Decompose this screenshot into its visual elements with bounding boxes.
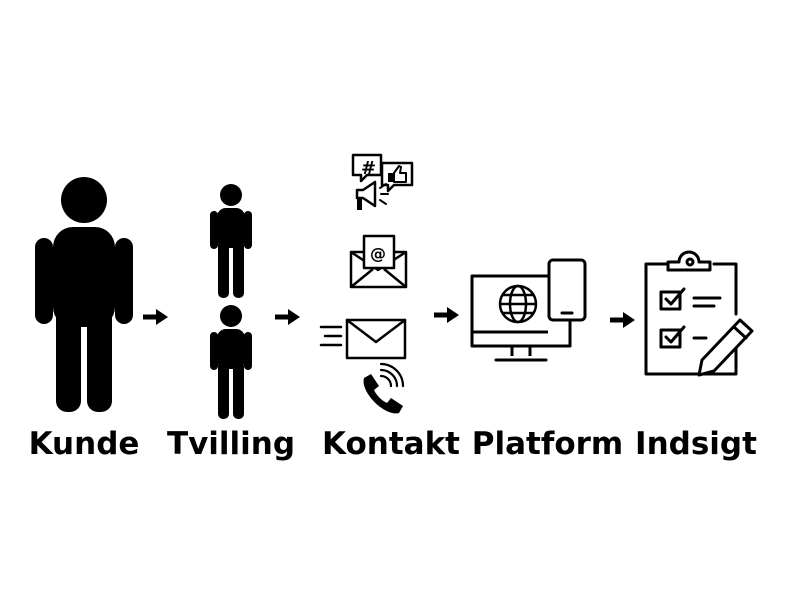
step-label-kontakt: Kontakt xyxy=(321,426,461,462)
pencil-icon xyxy=(697,318,754,377)
phone-icon xyxy=(363,362,405,414)
computer-and-phone-icon xyxy=(470,258,587,362)
email-at-icon: @ xyxy=(349,234,408,289)
fast-mail-icon xyxy=(319,318,407,360)
globe-icon xyxy=(498,284,538,324)
arrow-icon xyxy=(275,309,300,325)
step-label-indsigt: Indsigt xyxy=(635,426,757,462)
clipboard-checklist-icon xyxy=(644,250,754,377)
contact-channels-icon: # @ xyxy=(319,153,414,414)
arrow-icon xyxy=(143,309,168,325)
hashtag-symbol: # xyxy=(361,158,376,179)
arrow-icon xyxy=(434,307,459,323)
arrow-icon xyxy=(610,312,635,328)
at-symbol: @ xyxy=(370,244,386,263)
twin-persons-icon xyxy=(210,184,252,419)
step-label-platform: Platform xyxy=(471,426,624,462)
social-media-icon: # xyxy=(351,153,414,210)
person-icon xyxy=(35,177,133,412)
step-label-kunde: Kunde xyxy=(28,426,140,462)
step-label-tvilling: Tvilling xyxy=(166,426,296,462)
